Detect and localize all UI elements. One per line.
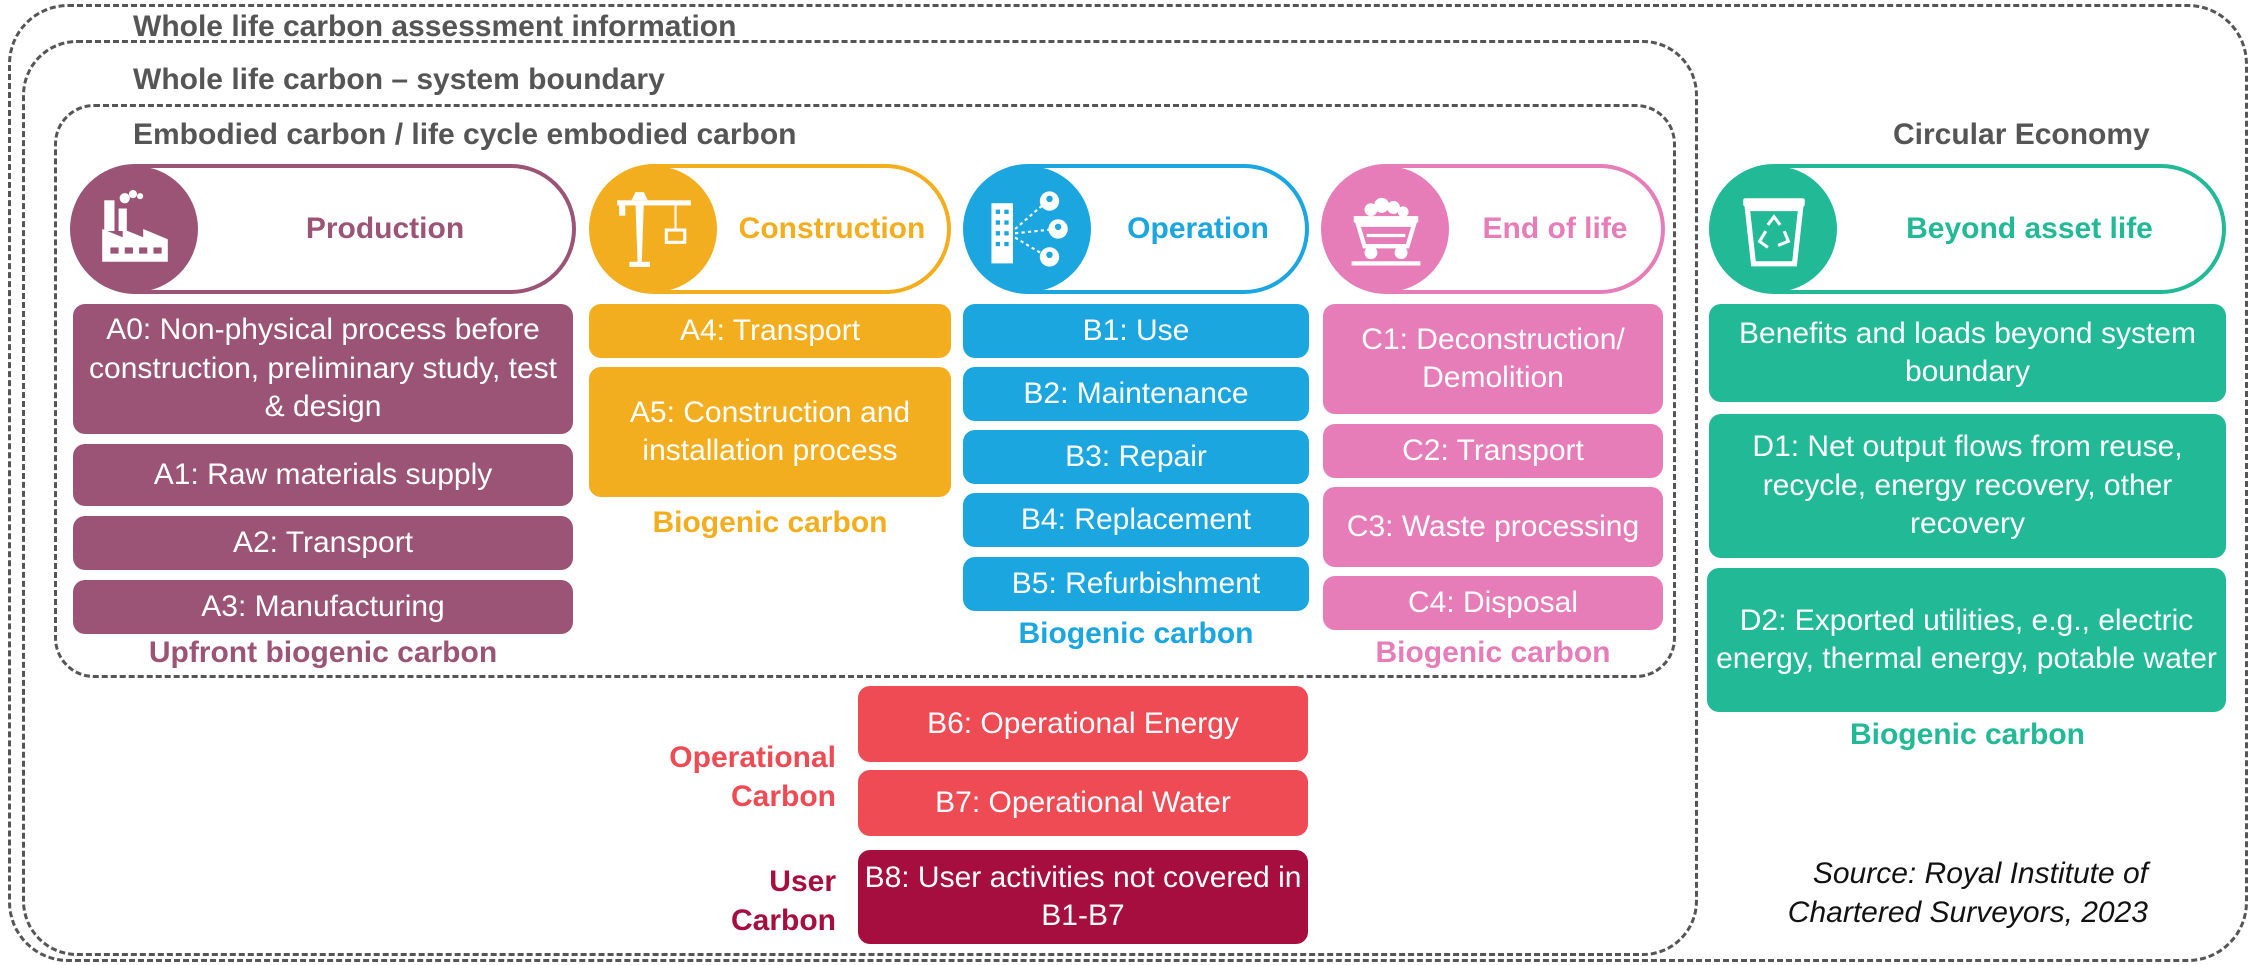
factory-icon [102, 190, 168, 262]
whole-life-info-title: Whole life carbon assessment information [133, 10, 737, 43]
system-boundary [22, 40, 1698, 956]
production-header: Production [70, 164, 576, 294]
user-carbon-label: User Carbon [600, 862, 836, 940]
beyond-item-benefits: Benefits and loads beyond system boundar… [1709, 304, 2226, 402]
production-biogenic-label: Upfront biogenic carbon [148, 636, 498, 669]
beyond-asset-life-label: Beyond asset life [1906, 212, 2153, 245]
end-of-life-label: End of life [1482, 212, 1628, 245]
operational-carbon-line2: Carbon [731, 780, 836, 813]
user-item-b8: B8: User activities not covered in B1-B7 [858, 850, 1308, 944]
end-of-life-item-c1: C1: Deconstruction/ Demolition [1323, 304, 1663, 414]
operational-item-b7: B7: Operational Water [858, 770, 1308, 836]
beyond-asset-life-header: Beyond asset life [1709, 164, 2226, 294]
operation-item-b3: B3: Repair [963, 430, 1309, 484]
production-item-a0: A0: Non-physical process before construc… [73, 304, 573, 434]
crane-icon-circle [591, 166, 717, 292]
operation-label: Operation [1127, 212, 1269, 245]
operational-item-b6: B6: Operational Energy [858, 686, 1308, 762]
building-network-icon [991, 191, 1068, 267]
source-line1: Source: Royal Institute of [1812, 857, 2148, 890]
crane-icon [617, 192, 691, 267]
beyond-item-d2: D2: Exported utilities, e.g., electric e… [1707, 568, 2226, 712]
source-citation: Source: Royal Institute of Chartered Sur… [1600, 854, 2148, 932]
operational-carbon-label: Operational Carbon [600, 738, 836, 816]
recycle-bin-icon [1743, 198, 1805, 267]
system-boundary-title: Whole life carbon – system boundary [133, 63, 665, 96]
production-item-a3: A3: Manufacturing [73, 580, 573, 634]
operation-item-b2: B2: Maintenance [963, 367, 1309, 421]
embodied-boundary [54, 104, 1676, 678]
user-carbon-line2: Carbon [731, 904, 836, 937]
end-of-life-biogenic-label: Biogenic carbon [1375, 636, 1611, 669]
building-network-icon-circle [965, 166, 1091, 292]
construction-item-a5: A5: Construction and installation proces… [589, 367, 951, 497]
user-carbon-line1: User [769, 865, 836, 898]
production-label: Production [305, 212, 465, 245]
whole-life-info-boundary [8, 4, 2248, 962]
circular-economy-title: Circular Economy [1893, 118, 2150, 151]
factory-icon-circle [72, 166, 198, 292]
recycle-bin-icon-circle [1711, 166, 1837, 292]
source-line2: Chartered Surveyors, 2023 [1787, 896, 2148, 929]
operation-item-b5: B5: Refurbishment [963, 557, 1309, 611]
operation-header: Operation [963, 164, 1309, 294]
construction-header: Construction [589, 164, 951, 294]
end-of-life-item-c2: C2: Transport [1323, 424, 1663, 478]
operation-biogenic-label: Biogenic carbon [1018, 617, 1254, 650]
embodied-title: Embodied carbon / life cycle embodied ca… [133, 118, 797, 151]
beyond-item-d1: D1: Net output flows from reuse, recycle… [1709, 414, 2226, 558]
operation-item-b1: B1: Use [963, 304, 1309, 358]
mine-cart-icon-circle [1323, 166, 1449, 292]
end-of-life-item-c3: C3: Waste processing [1323, 487, 1663, 567]
end-of-life-header: End of life [1321, 164, 1665, 294]
production-item-a2: A2: Transport [73, 516, 573, 570]
production-item-a1: A1: Raw materials supply [73, 444, 573, 506]
operational-carbon-line1: Operational [669, 741, 836, 774]
operation-item-b4: B4: Replacement [963, 493, 1309, 547]
end-of-life-item-c4: C4: Disposal [1323, 576, 1663, 630]
construction-biogenic-label: Biogenic carbon [652, 506, 888, 539]
construction-label: Construction [738, 212, 926, 245]
beyond-biogenic-label: Biogenic carbon [1849, 718, 2086, 751]
construction-item-a4: A4: Transport [589, 304, 951, 358]
mine-cart-icon [1351, 197, 1421, 266]
